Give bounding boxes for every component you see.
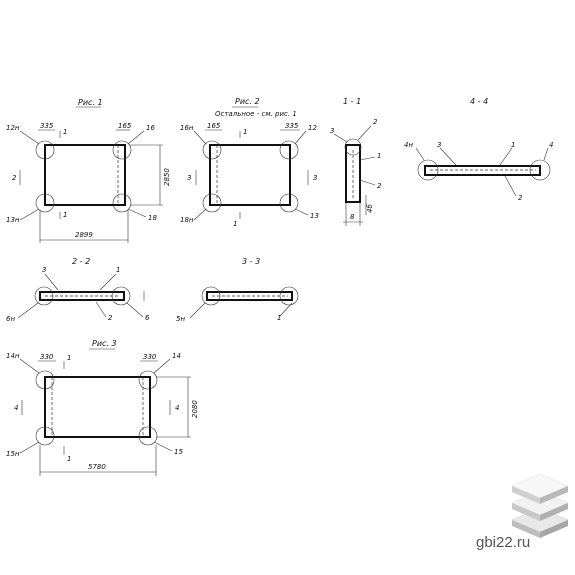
fig1-height: 2850	[163, 168, 171, 186]
sec11-profile	[345, 144, 361, 203]
sec22-callout-3: 3	[42, 266, 46, 274]
fig1-dim-tr: 165	[118, 122, 132, 130]
fig1-label-tr: 16	[146, 124, 155, 132]
fig3-label-tr: 14	[172, 352, 181, 360]
fig2-subtitle: Остальное - см. рис. 1	[215, 110, 297, 118]
sec22-profile	[39, 291, 125, 301]
sec22-title: 2 - 2	[72, 257, 90, 266]
fig2-node-tr	[279, 140, 299, 160]
fig1-section-top: 1	[63, 128, 67, 136]
sec11-callout-3: 3	[330, 127, 334, 135]
fig2-dim-tr: 335	[285, 122, 299, 130]
figure-2: Рис. 2 Остальное - см. рис. 1 16н 12 18н…	[180, 97, 319, 228]
fig1-dim-tl: 335	[40, 122, 54, 130]
fig2-label-tl: 16н	[180, 124, 194, 132]
sec22-node-left	[34, 286, 54, 306]
fig2-frame	[209, 144, 291, 206]
sec44-callout-4: 4	[549, 141, 553, 149]
fig3-node-tl	[35, 370, 55, 390]
fig3-section-side-right: 4	[175, 404, 179, 412]
sec11-node	[344, 138, 362, 156]
fig2-section-side-right: 3	[313, 174, 317, 182]
sec33-callout-5n: 5н	[176, 315, 185, 323]
sec44-callout-2: 2	[518, 194, 523, 202]
fig3-width: 5780	[88, 463, 106, 471]
sec22-callout-2: 2	[108, 314, 113, 322]
sec11-dim-side: 4б	[366, 204, 374, 213]
fig3-frame	[44, 376, 151, 438]
fig2-title: Рис. 2	[235, 97, 260, 106]
fig3-node-bl	[35, 426, 55, 446]
sec11-callout-2a: 2	[373, 118, 378, 126]
fig3-label-bl: 15н	[6, 450, 20, 458]
gbi22-logo-icon	[511, 473, 569, 538]
sec44-node-right	[529, 159, 551, 181]
fig3-dim-tl: 330	[40, 353, 54, 361]
fig3-section-bottom: 1	[67, 455, 71, 463]
fig3-node-tr	[138, 370, 158, 390]
fig1-node-tl	[35, 140, 55, 160]
fig1-node-tr	[112, 140, 132, 160]
sec44-title: 4 - 4	[470, 97, 488, 106]
fig1-node-br	[112, 193, 132, 213]
fig1-section-bottom: 1	[63, 211, 67, 219]
fig1-node-bl	[35, 193, 55, 213]
figure-3: Рис. 3 14н 14 15н 15 330 330 1 1 4 4 578…	[6, 339, 199, 476]
sec33-node-left	[201, 286, 221, 306]
sec44-callout-4n: 4н	[404, 141, 413, 149]
fig2-label-br: 13	[310, 212, 319, 220]
fig3-label-br: 15	[174, 448, 183, 456]
fig3-height: 2080	[191, 400, 199, 418]
fig3-title: Рис. 3	[92, 339, 117, 348]
sec11-callout-1: 1	[377, 152, 381, 160]
fig1-label-tl: 12н	[6, 124, 20, 132]
sec44-node-left	[417, 159, 439, 181]
sec11-title: 1 - 1	[343, 97, 361, 106]
sec11-callout-2b: 2	[377, 182, 382, 190]
fig3-dim-tr: 330	[143, 353, 157, 361]
sec44-profile	[424, 165, 541, 176]
fig2-section-top: 1	[243, 128, 247, 136]
section-2-2: 2 - 2 3 1 6н 2 6	[6, 257, 150, 323]
section-3-3: 3 - 3 5н 1	[176, 257, 299, 323]
sec44-callout-3: 3	[437, 141, 441, 149]
sec22-callout-6: 6	[145, 314, 150, 322]
sec33-title: 3 - 3	[242, 257, 260, 266]
fig2-node-br	[279, 193, 299, 213]
figure-1: Рис. 1 12н 16 13н 18 335 165 1 1 2 2899 …	[6, 98, 171, 243]
fig1-frame	[44, 144, 126, 206]
section-1-1: 1 - 1 3 2 1 2 8 4б	[330, 97, 382, 226]
section-4-4: 4 - 4 4н 3 1 4 2	[404, 97, 553, 202]
watermark-text: gbi22.ru	[476, 534, 531, 551]
sec11-dim-bottom: 8	[350, 213, 355, 221]
sec22-callout-1: 1	[116, 266, 120, 274]
fig3-label-tl: 14н	[6, 352, 20, 360]
fig2-label-bl: 18н	[180, 216, 194, 224]
sec44-callout-1: 1	[511, 141, 515, 149]
fig3-section-side-left: 4	[14, 404, 18, 412]
fig3-section-top: 1	[67, 354, 71, 362]
fig1-width: 2899	[75, 231, 93, 239]
sec33-node-right	[279, 286, 299, 306]
fig3-node-br	[138, 426, 158, 446]
fig1-label-br: 18	[148, 214, 157, 222]
fig2-section-bottom: 1	[233, 220, 237, 228]
fig1-section-side: 2	[12, 174, 17, 182]
fig1-label-bl: 13н	[6, 216, 20, 224]
fig2-node-tl	[202, 140, 222, 160]
sec33-callout-1: 1	[277, 314, 281, 322]
fig2-node-bl	[202, 193, 222, 213]
fig2-label-tr: 12	[308, 124, 317, 132]
sec33-profile	[206, 291, 293, 301]
sec22-callout-6n: 6н	[6, 315, 15, 323]
fig2-dim-tl: 165	[207, 122, 221, 130]
sec22-node-right	[111, 286, 131, 306]
fig1-title: Рис. 1	[78, 98, 103, 107]
fig2-section-side-left: 3	[187, 174, 191, 182]
